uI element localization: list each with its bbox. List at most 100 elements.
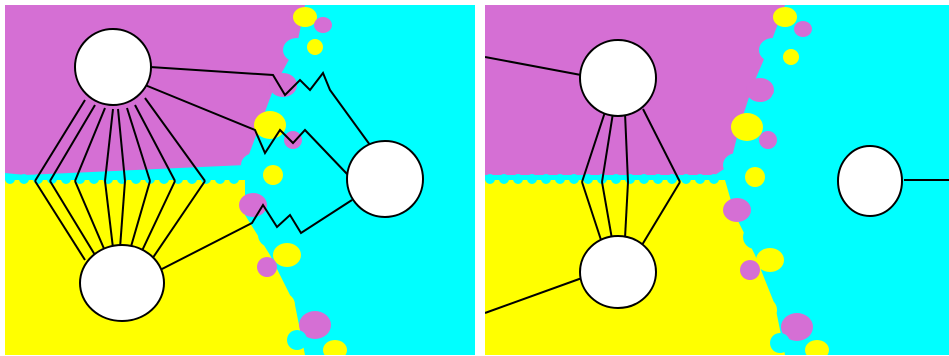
fractal-blob: [794, 21, 812, 37]
graph-nodes: [74, 28, 424, 322]
fractal-bead: [5, 174, 15, 184]
node-circle: [579, 235, 657, 309]
fractal-blob: [293, 7, 317, 27]
left-panel: [5, 5, 475, 355]
edge: [129, 180, 151, 251]
fractal-blob: [756, 248, 784, 272]
fractal-blob: [241, 153, 269, 177]
fractal-blob: [284, 131, 302, 149]
edge: [34, 99, 86, 182]
edge: [581, 181, 603, 244]
fractal-bead: [499, 174, 509, 184]
fractal-blob: [740, 260, 760, 280]
fractal-bead: [541, 174, 551, 184]
fractal-blob: [263, 165, 283, 185]
edge: [601, 112, 614, 183]
node-circle: [346, 140, 424, 218]
graph-nodes: [579, 39, 903, 309]
edge: [74, 180, 106, 252]
right-diagram: [485, 5, 949, 355]
edge: [117, 108, 126, 182]
fractal-bead: [653, 174, 663, 184]
node-circle: [79, 244, 165, 322]
fractal-blob: [753, 298, 777, 322]
graph-edges: [34, 66, 371, 271]
fractal-bead: [61, 174, 71, 184]
right-panel: [485, 5, 949, 355]
fractal-blob: [770, 333, 790, 353]
fractal-blob: [257, 257, 277, 277]
fractal-bead: [695, 174, 705, 184]
edge: [104, 108, 114, 182]
fractal-blob: [283, 38, 311, 62]
edge: [144, 84, 349, 176]
fractal-blob: [759, 38, 787, 62]
edge: [119, 180, 126, 249]
edge: [74, 107, 106, 182]
fractal-blob: [783, 49, 799, 65]
node-circle: [837, 145, 903, 217]
fractal-bead: [709, 174, 719, 184]
fractal-blob: [771, 90, 791, 110]
edge: [34, 180, 86, 261]
fractal-bead: [611, 174, 621, 184]
edge: [49, 180, 96, 256]
fractal-bead: [681, 174, 691, 184]
edge: [641, 181, 681, 246]
fractal-bead: [159, 174, 169, 184]
edge: [581, 111, 606, 183]
fractal-blob: [314, 17, 332, 33]
edge: [144, 97, 206, 182]
fractal-bead: [229, 174, 239, 184]
fractal-blob: [759, 131, 777, 149]
fractal-bead: [187, 174, 197, 184]
fractal-bead: [215, 174, 225, 184]
edge: [642, 108, 681, 183]
fractal-blob: [299, 311, 331, 339]
node-circle: [74, 28, 152, 106]
edge: [624, 112, 629, 183]
edge: [126, 107, 151, 182]
fractal-bead: [131, 174, 141, 184]
edge: [149, 180, 206, 263]
edge: [139, 180, 176, 256]
edge: [485, 277, 583, 314]
edge: [485, 56, 582, 76]
fractal-blob: [286, 266, 314, 294]
fractal-blob: [723, 153, 751, 177]
fractal-bead: [513, 174, 523, 184]
fractal-bead: [555, 174, 565, 184]
fractal-blob: [743, 225, 767, 249]
edge: [601, 181, 613, 240]
graph-edges: [485, 56, 949, 314]
fractal-blob: [746, 78, 774, 102]
fractal-blob: [773, 7, 797, 27]
fractal-blob: [745, 167, 765, 187]
fractal-blob: [273, 243, 301, 267]
fractal-blob: [731, 113, 763, 141]
edge: [149, 66, 371, 146]
fractal-bead: [19, 174, 29, 184]
fractal-blob: [769, 271, 797, 299]
fractal-bead: [569, 174, 579, 184]
fractal-bead: [485, 174, 495, 184]
node-circle: [579, 39, 657, 117]
edge: [134, 104, 176, 182]
fractal-blob: [723, 198, 751, 222]
fractal-blob: [295, 90, 315, 110]
fractal-boundary: [485, 7, 829, 355]
edge: [104, 180, 114, 249]
fractal-blob: [287, 330, 307, 350]
fractal-blob: [254, 111, 286, 139]
fractal-bead: [625, 174, 635, 184]
fractal-bead: [583, 174, 593, 184]
fractal-bead: [89, 174, 99, 184]
left-diagram: [5, 5, 475, 355]
fractal-bead: [667, 174, 677, 184]
fractal-blob: [307, 39, 323, 55]
edge: [159, 199, 353, 271]
fractal-bead: [639, 174, 649, 184]
fractal-blob: [271, 293, 295, 317]
fractal-blob: [323, 340, 347, 355]
edge: [624, 181, 629, 239]
